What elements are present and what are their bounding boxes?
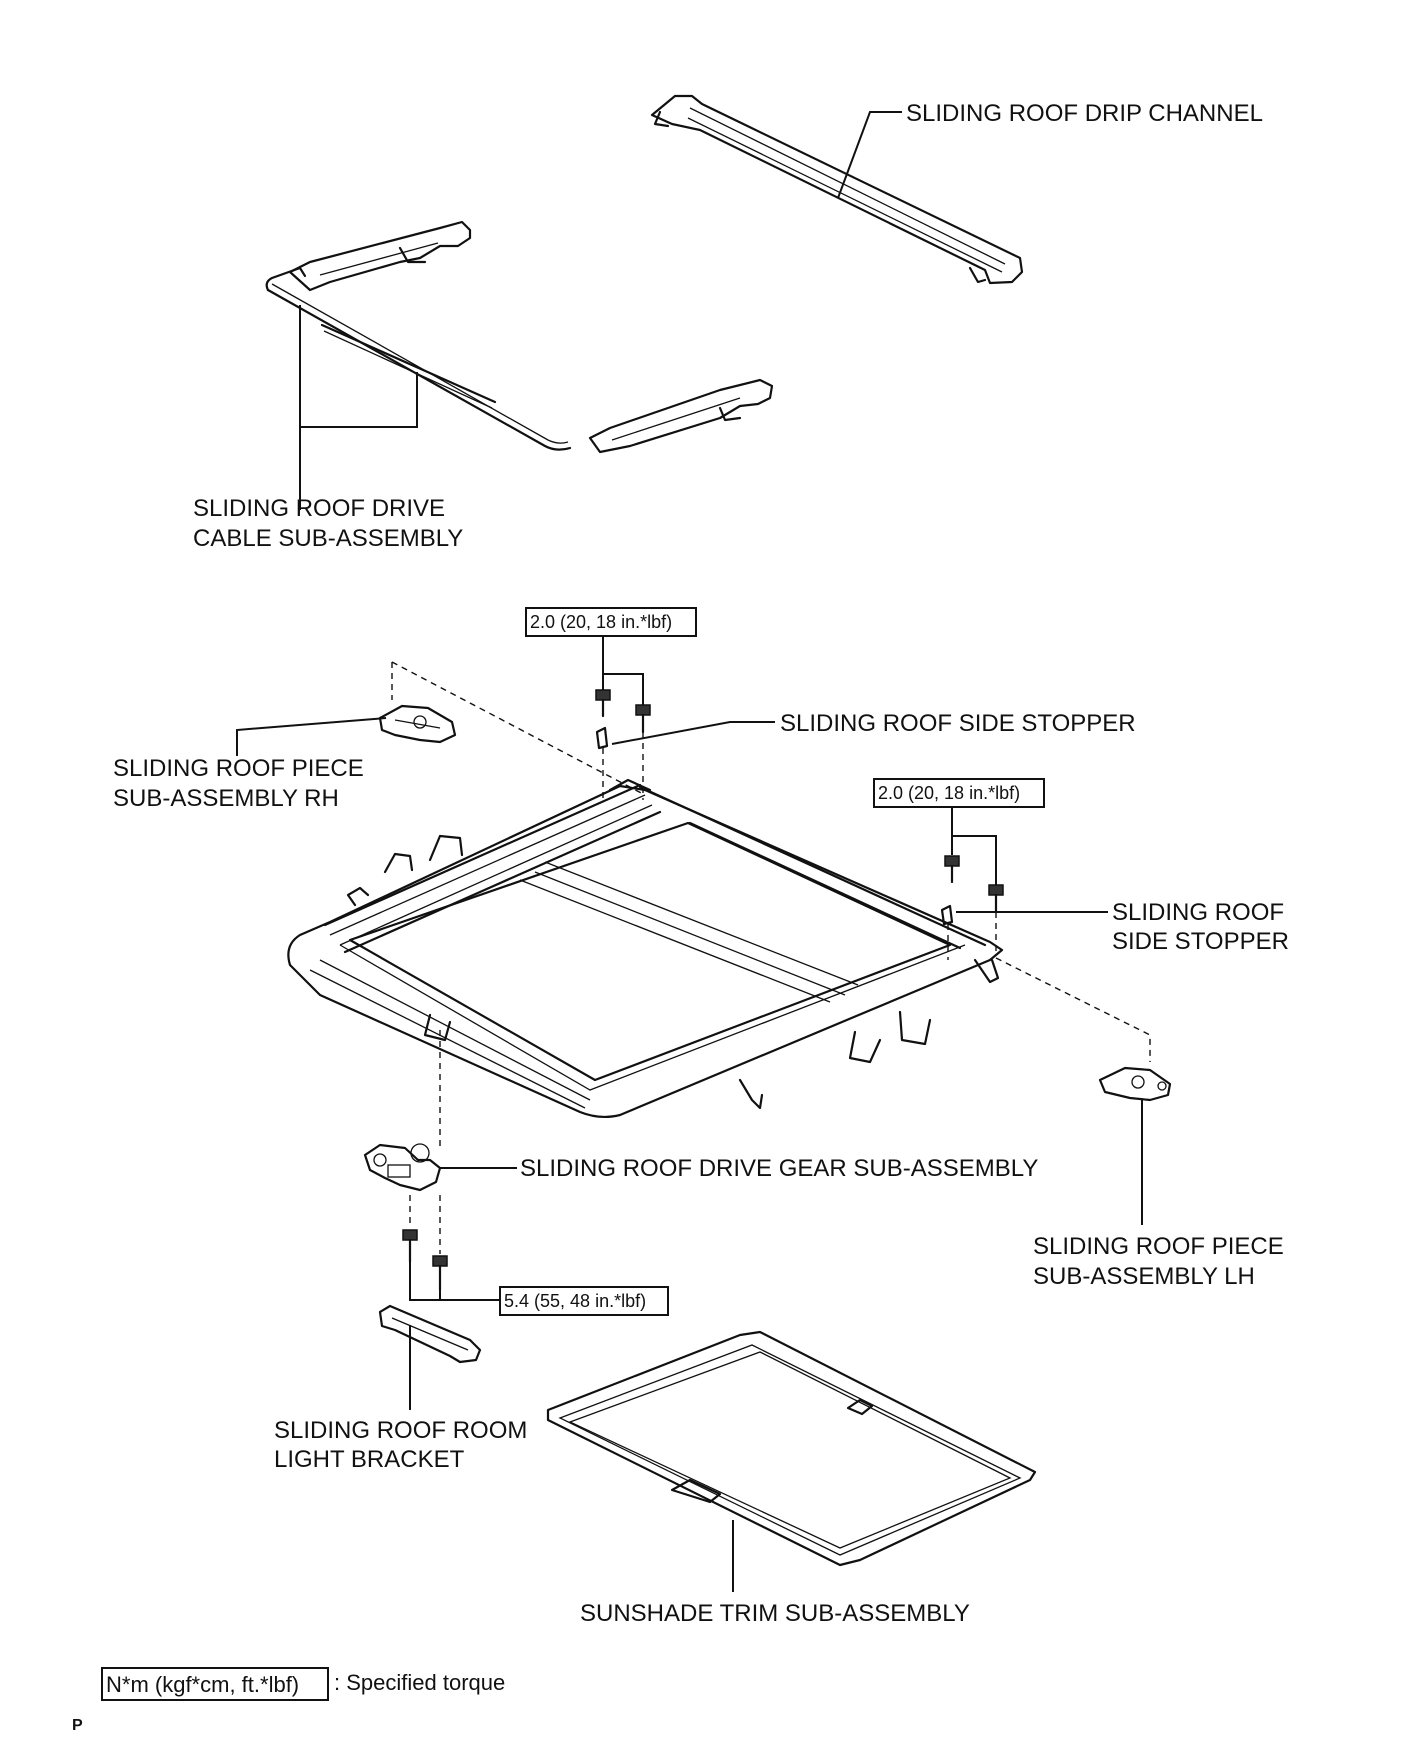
footer-mark: P bbox=[72, 1717, 83, 1734]
drive-cable-label-line1: SLIDING ROOF DRIVE bbox=[193, 495, 445, 522]
bolt-icon bbox=[944, 855, 960, 884]
sliding-roof-housing-part bbox=[287, 778, 1004, 1119]
side-stopper-lh-label-line1: SLIDING ROOF bbox=[1112, 899, 1284, 926]
bolt-icon bbox=[988, 884, 1004, 914]
room-light-label-line2: LIGHT BRACKET bbox=[274, 1446, 465, 1473]
sliding-roof-piece-rh-part bbox=[378, 704, 457, 744]
legend-description: : Specified torque bbox=[334, 1670, 505, 1695]
room-light-label-line1: SLIDING ROOF ROOM bbox=[274, 1417, 527, 1444]
side-stopper-rh-part bbox=[595, 726, 609, 750]
drip-channel-leader bbox=[837, 111, 902, 199]
torque-stopper-lh: 2.0 (20, 18 in.*lbf) bbox=[878, 783, 1020, 803]
sliding-roof-piece-lh-part bbox=[1098, 1066, 1172, 1102]
sunshade-label: SUNSHADE TRIM SUB-ASSEMBLY bbox=[580, 1600, 970, 1627]
drive-cable-label-line2: CABLE SUB-ASSEMBLY bbox=[193, 525, 463, 552]
side-stopper-rh-leader bbox=[611, 721, 775, 745]
torque-gear-leader-a bbox=[409, 1262, 500, 1301]
bolt-icon bbox=[595, 689, 611, 718]
torque-stopper-rh: 2.0 (20, 18 in.*lbf) bbox=[530, 612, 672, 632]
drip-channel-label: SLIDING ROOF DRIP CHANNEL bbox=[906, 100, 1263, 127]
side-stopper-lh-label-line2: SIDE STOPPER bbox=[1112, 928, 1289, 955]
torque-drive-gear: 5.4 (55, 48 in.*lbf) bbox=[504, 1291, 646, 1311]
piece-rh-label-line2: SUB-ASSEMBLY RH bbox=[113, 785, 339, 812]
drip-channel-part bbox=[650, 94, 1024, 285]
side-stopper-rh-label: SLIDING ROOF SIDE STOPPER bbox=[780, 710, 1136, 737]
sunshade-part bbox=[546, 1330, 1037, 1567]
drive-cable-leader-b bbox=[300, 372, 418, 428]
torque-box-stopper-lh bbox=[873, 778, 1045, 808]
torque-lh-leader bbox=[951, 807, 997, 885]
drive-gear-part bbox=[363, 1143, 442, 1192]
align-line bbox=[995, 957, 1151, 1062]
bolt-icon bbox=[635, 704, 651, 734]
piece-rh-leader bbox=[236, 717, 387, 756]
bolt-icon bbox=[402, 1229, 418, 1264]
piece-lh-label-line2: SUB-ASSEMBLY LH bbox=[1033, 1263, 1255, 1290]
torque-box-drive-gear bbox=[499, 1286, 669, 1316]
bolt-icon bbox=[432, 1255, 448, 1292]
side-stopper-lh-part bbox=[940, 904, 954, 926]
piece-lh-label-line1: SLIDING ROOF PIECE bbox=[1033, 1233, 1284, 1260]
align-line bbox=[391, 661, 646, 796]
room-light-bracket-part bbox=[378, 1304, 482, 1364]
drive-gear-label: SLIDING ROOF DRIVE GEAR SUB-ASSEMBLY bbox=[520, 1155, 1038, 1182]
legend-torque-box bbox=[101, 1667, 329, 1701]
torque-box-stopper-rh bbox=[525, 607, 697, 637]
piece-rh-label-line1: SLIDING ROOF PIECE bbox=[113, 755, 364, 782]
drive-cable-part bbox=[265, 220, 774, 454]
torque-rh-leader bbox=[602, 636, 644, 705]
legend-unit: N*m (kgf*cm, ft.*lbf) bbox=[106, 1672, 299, 1697]
